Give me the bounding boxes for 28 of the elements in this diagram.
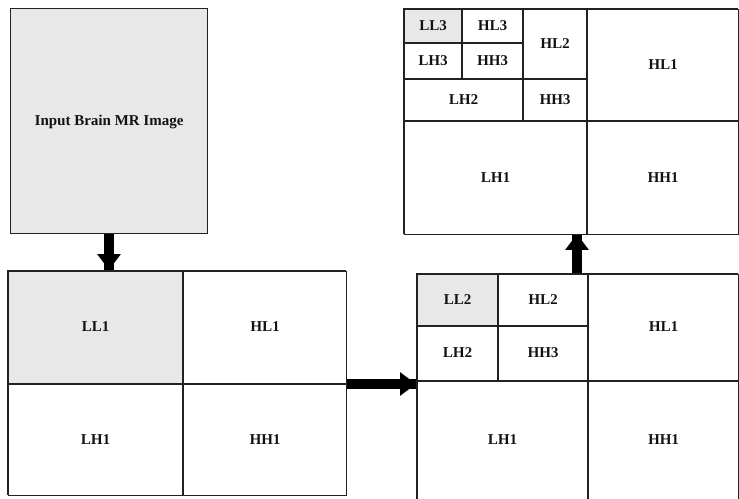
subband-cell: LL2 bbox=[417, 274, 498, 326]
subband-cell: HL1 bbox=[587, 9, 739, 121]
subband-cell: LH1 bbox=[404, 121, 587, 235]
arrow bbox=[565, 234, 589, 273]
subband-cell: HH3 bbox=[498, 326, 588, 381]
arrow bbox=[97, 234, 121, 270]
subband-cell: HL2 bbox=[523, 9, 587, 79]
subband-cell: HL1 bbox=[588, 274, 739, 381]
subband-cell: HL3 bbox=[462, 9, 523, 43]
subband-cell: HH3 bbox=[462, 43, 523, 79]
subband-cell: HH3 bbox=[523, 79, 587, 121]
decomposition-panel bbox=[403, 8, 738, 234]
subband-cell: LL1 bbox=[8, 271, 183, 384]
subband-cell: HH1 bbox=[587, 121, 739, 235]
input-image-box: Input Brain MR Image bbox=[10, 8, 208, 234]
decomposition-panel bbox=[416, 273, 738, 499]
subband-cell: HL1 bbox=[183, 271, 347, 384]
subband-cell: HL2 bbox=[498, 274, 588, 326]
subband-cell: LH1 bbox=[8, 384, 183, 496]
decomposition-panel bbox=[7, 270, 346, 495]
subband-cell: LH2 bbox=[404, 79, 523, 121]
subband-cell: LH3 bbox=[404, 43, 462, 79]
subband-cell: LH2 bbox=[417, 326, 498, 381]
subband-cell: HH1 bbox=[183, 384, 347, 496]
subband-cell: LL3 bbox=[404, 9, 462, 43]
subband-cell: HH1 bbox=[588, 381, 739, 499]
subband-cell: LH1 bbox=[417, 381, 588, 499]
arrow bbox=[346, 372, 416, 396]
